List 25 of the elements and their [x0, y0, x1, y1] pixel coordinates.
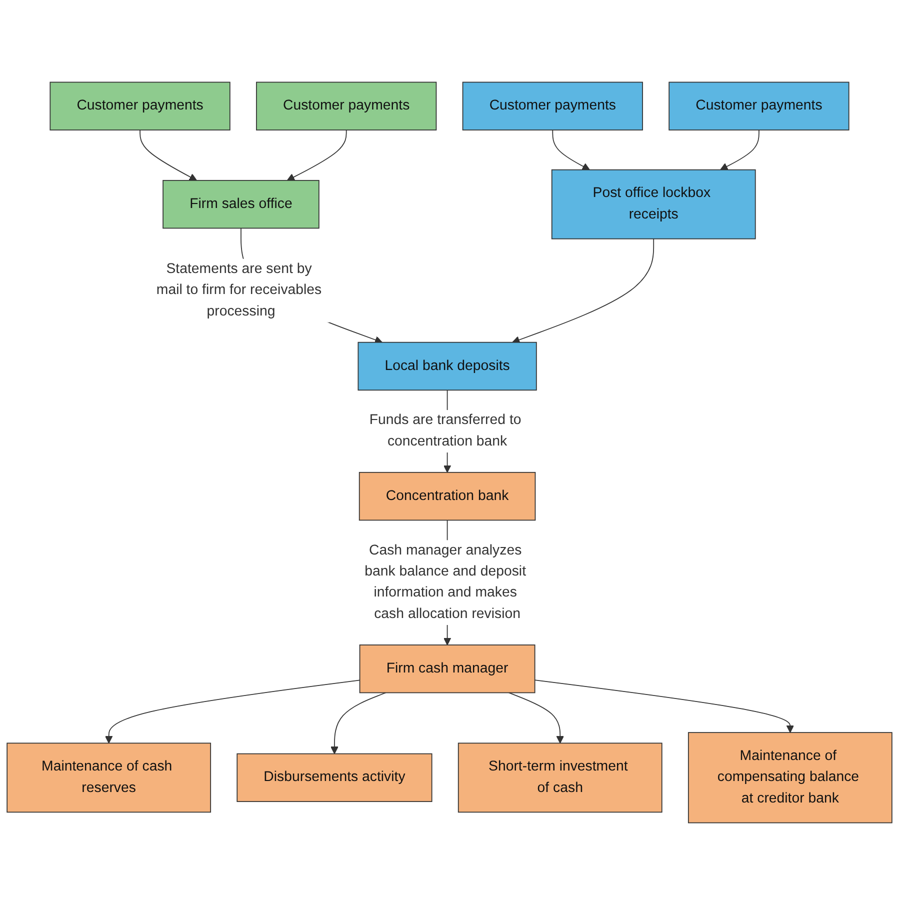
arrow — [508, 692, 564, 744]
arrow — [104, 680, 360, 744]
node-box: Post office lockbox receipts — [551, 169, 756, 240]
node-box: Disbursements activity — [236, 753, 432, 802]
arrow — [534, 680, 794, 733]
node-box: Firm cash manager — [359, 644, 536, 694]
arrow — [330, 692, 386, 754]
node-box: Customer payments — [256, 82, 437, 130]
node-box: Maintenance of cash reserves — [6, 742, 212, 813]
node-box: Maintenance of compensating balance at creditor bank — [688, 732, 892, 824]
edge-label: Statements are sent by mail to firm for receivables processing — [156, 261, 322, 319]
arrow — [286, 130, 347, 181]
arrow — [140, 130, 198, 181]
node-box: Customer payments — [462, 82, 643, 130]
arrow — [512, 238, 654, 344]
node-box: Customer payments — [50, 82, 230, 130]
edge-label: Cash manager analyzes bank balance and deposit information and makes cash allocation revision — [364, 542, 526, 622]
node-box: Short-term investment of cash — [458, 742, 662, 813]
node-box: Firm sales office — [162, 180, 320, 229]
arrow — [720, 130, 760, 170]
node-box: Customer payments — [668, 82, 850, 130]
node-box: Local bank deposits — [358, 342, 537, 391]
node-box: Concentration bank — [358, 472, 536, 521]
edge-label: Funds are transferred to concentration bank — [369, 412, 522, 449]
arrow — [552, 130, 590, 170]
